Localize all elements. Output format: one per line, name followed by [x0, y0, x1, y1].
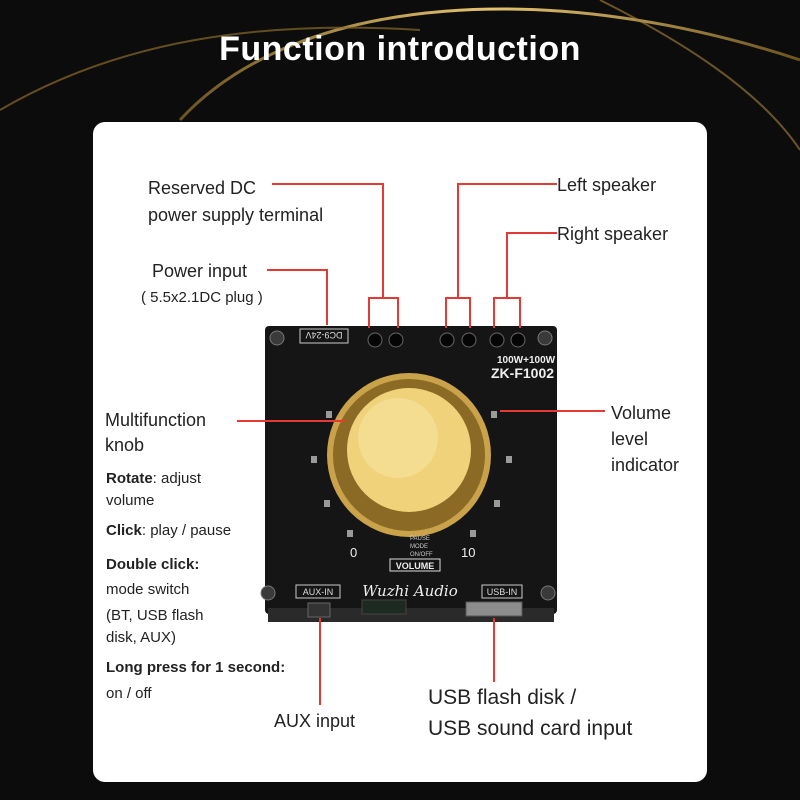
dc-label: DC9-24V — [305, 330, 342, 340]
double-click-value-line3: disk, AUX) — [106, 629, 177, 646]
rotate-value: : adjust — [152, 470, 202, 487]
aux-input-label: AUX input — [274, 711, 356, 731]
usb-label: USB-IN — [487, 587, 518, 597]
left-terminal-minus — [439, 332, 455, 348]
gold-arc-decoration — [178, 7, 800, 122]
page-title: Function introduction — [219, 30, 581, 68]
power-input-sub-label: ( 5.5x2.1DC plug ) — [141, 289, 263, 306]
screw-icon — [540, 585, 556, 601]
screw-icon — [269, 330, 285, 346]
rotate-function: Rotate: adjust — [106, 466, 201, 491]
screw-icon — [537, 330, 553, 346]
volume-indicator-line2: level — [611, 429, 649, 449]
model-text: ZK-F1002 — [491, 365, 554, 381]
legend-mode: MODE — [410, 544, 428, 550]
click-value: : play / pause — [141, 522, 232, 539]
volume-indicator-line3: indicator — [611, 455, 680, 475]
bluetooth-module — [361, 599, 407, 615]
legend-pause: PAUSE — [410, 536, 430, 542]
knob-highlight — [358, 398, 438, 478]
dc-label-box — [299, 328, 349, 344]
volume-label: VOLUME — [396, 561, 435, 571]
double-click-key: Double click: — [106, 556, 200, 573]
scale-min: 0 — [350, 545, 357, 560]
scale-max: 10 — [461, 545, 475, 560]
reserved-dc-label-line1: Reserved DC — [148, 178, 257, 198]
reserved-dc-label-line2: power supply terminal — [148, 205, 324, 225]
power-input-label: Power input — [152, 261, 248, 281]
click-key: Click — [106, 522, 142, 539]
gold-arc-decoration — [0, 26, 421, 111]
double-click-value-line2: (BT, USB flash — [106, 607, 204, 624]
usb-label-box — [481, 584, 523, 599]
volume-label-box — [389, 558, 441, 572]
brand-text: Wuzhi Audio — [362, 582, 458, 600]
aux-jack — [307, 602, 331, 618]
double-click-value-line1: mode switch — [106, 581, 190, 598]
knob-label-line1: Multifunction — [105, 410, 207, 430]
usb-input-label-line1: USB flash disk / — [428, 686, 577, 709]
screw-icon — [260, 585, 276, 601]
rotate-value-line2: volume — [106, 492, 155, 509]
left-terminal-plus — [461, 332, 477, 348]
callout-lines — [237, 183, 605, 705]
usb-port — [465, 601, 523, 617]
aux-label-box — [295, 584, 341, 599]
dc-terminal-minus — [388, 332, 404, 348]
click-function: Click: play / pause — [106, 518, 231, 543]
knob-label-line2: knob — [105, 435, 145, 455]
usb-input-label-line2: USB sound card input — [428, 717, 633, 740]
gold-arc-decoration — [599, 0, 800, 151]
aux-label: AUX-IN — [303, 587, 334, 597]
rotate-key: Rotate — [106, 470, 153, 487]
volume-indicator-line1: Volume — [611, 403, 672, 423]
long-press-key: Long press for 1 second: — [106, 659, 286, 676]
legend-onoff: ON/OFF — [410, 552, 433, 558]
long-press-value: on / off — [106, 685, 152, 702]
right-terminal-minus — [489, 332, 505, 348]
dc-terminal-plus — [367, 332, 383, 348]
power-rating-text: 100W+100W — [497, 355, 556, 366]
right-speaker-label: Right speaker — [557, 224, 669, 244]
left-speaker-label: Left speaker — [557, 175, 657, 195]
right-terminal-plus — [510, 332, 526, 348]
